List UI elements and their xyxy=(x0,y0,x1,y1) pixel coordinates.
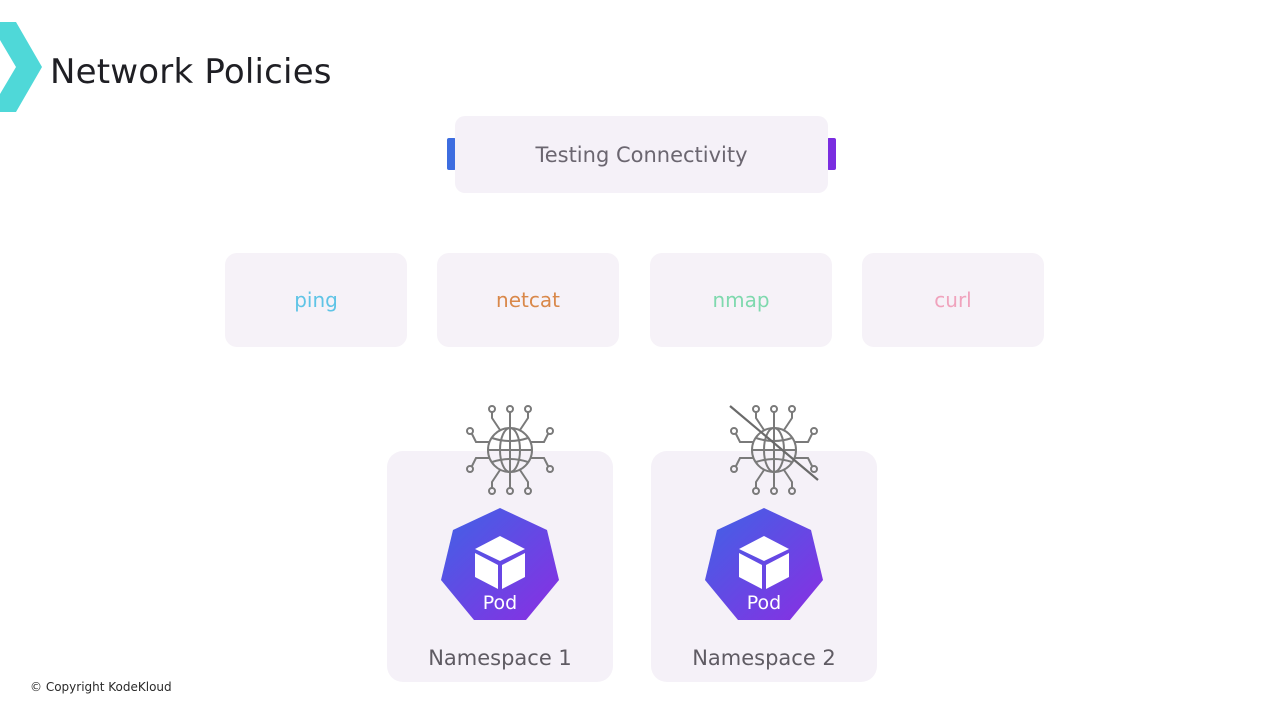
testing-connectivity-box: Testing Connectivity xyxy=(455,116,828,193)
namespace-2-label: Namespace 2 xyxy=(692,646,836,670)
tool-card-nmap: nmap xyxy=(650,253,832,347)
kodekloud-logo-icon xyxy=(0,22,42,112)
tool-label-netcat: netcat xyxy=(496,288,560,312)
tool-card-curl: curl xyxy=(862,253,1044,347)
namespace-1-label: Namespace 1 xyxy=(428,646,572,670)
tool-label-ping: ping xyxy=(294,288,338,312)
pod-2: Pod xyxy=(703,506,825,622)
tool-card-ping: ping xyxy=(225,253,407,347)
header-accent-right xyxy=(827,138,836,170)
testing-connectivity-label: Testing Connectivity xyxy=(535,142,748,167)
tool-card-netcat: netcat xyxy=(437,253,619,347)
header-accent-left xyxy=(447,138,456,170)
copyright-footer: © Copyright KodeKloud xyxy=(30,680,172,694)
pod-label: Pod xyxy=(746,592,782,614)
tool-label-nmap: nmap xyxy=(712,288,770,312)
globe-network-blocked-icon xyxy=(729,405,819,495)
pod-1: Pod xyxy=(439,506,561,622)
globe-network-icon xyxy=(466,405,554,495)
tool-label-curl: curl xyxy=(934,288,972,312)
pod-label: Pod xyxy=(482,592,518,614)
namespace-2-card: Pod Namespace 2 xyxy=(651,451,877,682)
pod-heptagon-icon xyxy=(705,508,823,620)
slide-title: Network Policies xyxy=(50,52,332,92)
pod-heptagon-icon xyxy=(441,508,559,620)
namespace-1-card: Pod Namespace 1 xyxy=(387,451,613,682)
